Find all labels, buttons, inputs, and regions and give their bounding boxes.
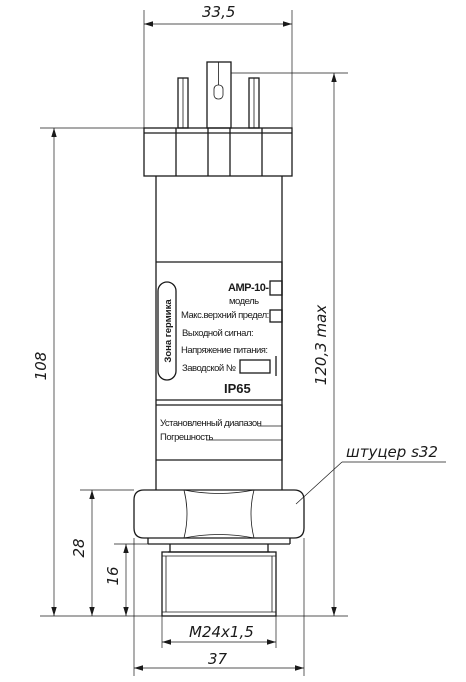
dim-thread: M24x1,5 — [189, 623, 254, 641]
connector-nut — [143, 127, 293, 177]
side-band-text: Зона гермика — [163, 299, 174, 363]
dim-total-height: 120,3 max — [312, 305, 330, 386]
max-limit-label: Макс.верхний предел: — [181, 310, 269, 321]
dimension-fitting-height: 28 — [70, 489, 134, 616]
dim-hex-width: 37 — [208, 650, 228, 668]
dimension-thread: M24x1,5 — [161, 616, 277, 648]
dimension-hex-width: 37 — [133, 538, 305, 676]
model-prefix: АМР-10- — [228, 282, 269, 294]
callout-fitting: штуцер s32 — [295, 443, 446, 505]
accuracy-label: Погрешность — [160, 432, 213, 443]
output-signal-label: Выходной сигнал: — [182, 328, 253, 339]
dim-body-height: 108 — [32, 352, 50, 381]
serial-label: Заводской № — [182, 363, 236, 374]
dim-fitting-height: 28 — [70, 538, 88, 557]
dimension-thread-length: 16 — [104, 543, 148, 616]
pressure-sensor-body: Зона гермика АМР-10- модель Макс.верхний… — [133, 61, 305, 617]
dimension-total-height: 120,3 max — [231, 72, 348, 617]
supply-voltage-label: Напряжение питания: — [181, 345, 268, 356]
threaded-nozzle — [161, 551, 277, 617]
model-label: модель — [229, 296, 259, 307]
connector-pins — [177, 61, 260, 129]
range-label: Установленный диапазон — [160, 418, 262, 429]
dim-thread-length: 16 — [104, 566, 122, 585]
nameplate: Зона гермика АМР-10- модель Макс.верхний… — [156, 261, 283, 461]
dimension-top-width: 33,5 — [143, 3, 293, 128]
ip-rating: IP65 — [224, 381, 251, 396]
hex-fitting — [133, 489, 305, 553]
dimension-body-height: 108 — [32, 127, 162, 617]
callout-text: штуцер s32 — [346, 443, 438, 461]
dim-top-width: 33,5 — [202, 3, 235, 21]
